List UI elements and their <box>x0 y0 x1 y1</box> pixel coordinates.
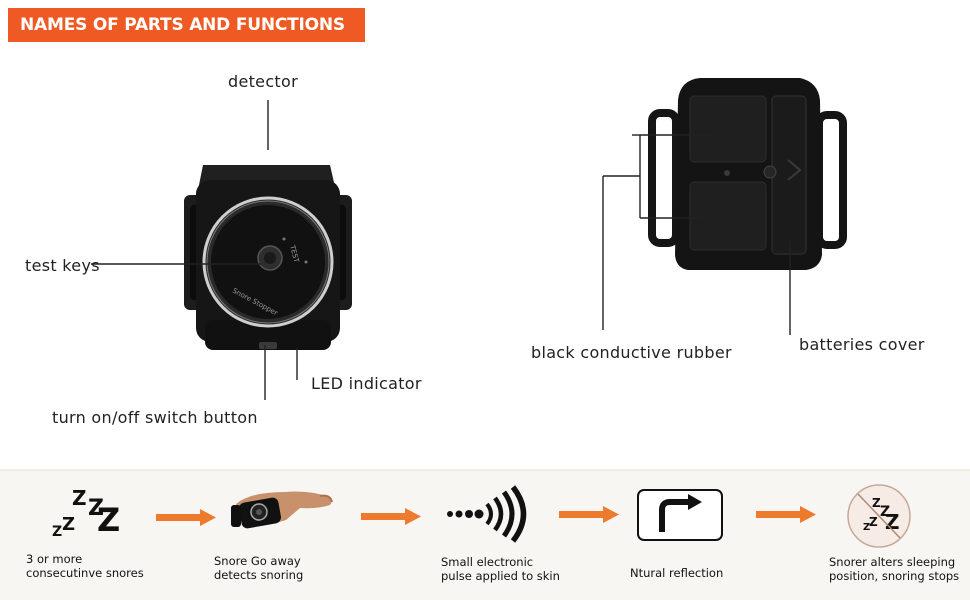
label-detector: detector <box>228 72 298 91</box>
label-batteries-cover: batteries cover <box>799 335 925 354</box>
flow-arrows <box>156 506 816 526</box>
section-title: NAMES OF PARTS AND FUNCTIONS <box>8 8 365 42</box>
label-switch-button: turn on/off switch button <box>52 408 258 427</box>
zzz-icon: Z Z Z Z Z <box>52 486 120 540</box>
device-back <box>648 78 847 270</box>
svg-text:Z: Z <box>869 515 878 529</box>
pulse-signal-icon <box>447 485 527 543</box>
svg-text:Z: Z <box>72 486 87 510</box>
label-test-keys: test keys <box>25 256 100 275</box>
svg-text:Z: Z <box>97 501 120 539</box>
process-band <box>0 470 970 600</box>
device-front: Snore Stopper TEST <box>184 165 352 350</box>
label-conductive-rubber: black conductive rubber <box>531 343 732 362</box>
svg-text:Z: Z <box>872 496 881 510</box>
svg-text:Z: Z <box>880 504 890 520</box>
svg-text:Z: Z <box>885 510 900 534</box>
svg-text:Z: Z <box>62 514 75 535</box>
svg-text:Z: Z <box>52 524 62 540</box>
turn-arrow-icon <box>637 489 723 541</box>
step-4-caption: Ntural reflection <box>630 566 724 580</box>
label-led-indicator: LED indicator <box>311 374 422 393</box>
svg-text:Z: Z <box>88 496 104 521</box>
wrist-device-icon <box>231 491 333 529</box>
front-leader-lines <box>91 100 298 400</box>
back-leader-lines <box>602 134 791 335</box>
no-snore-icon: Z Z Z Z Z <box>847 484 911 548</box>
svg-text:Z: Z <box>863 522 870 533</box>
